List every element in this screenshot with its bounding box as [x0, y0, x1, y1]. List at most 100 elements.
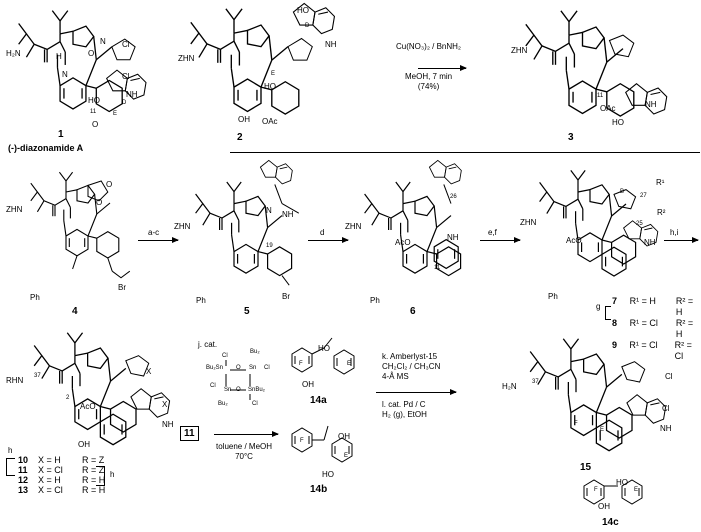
- tin-atom: O: [236, 365, 241, 371]
- variant-row: 13 X = Cl R = H: [18, 485, 105, 495]
- compound-label-14c: 14c: [602, 517, 619, 528]
- structure-6: [364, 159, 462, 277]
- structure-4: [30, 171, 132, 280]
- compound-label-3: 3: [568, 132, 574, 143]
- tin-atom: Bu₂: [250, 349, 260, 355]
- atom-label: R²: [657, 208, 666, 217]
- tin-atom: O: [236, 387, 241, 393]
- ring-label: E: [634, 487, 639, 493]
- variant-table: 10 X = H R = Z 11 X = Cl R = Z 12 X = H …: [18, 455, 105, 495]
- atom-label: ZHN: [174, 222, 191, 231]
- variant-row: 7 R¹ = H R² = H: [612, 296, 701, 318]
- x-value: X = Cl: [38, 485, 63, 495]
- atom-label: O: [88, 49, 95, 58]
- bracket: [96, 466, 105, 486]
- reaction-arrow: [664, 237, 699, 243]
- reaction-conditions: Cu(NO₃)₂ / BnNH₂: [396, 42, 461, 52]
- reagent-compound-11: 11: [180, 426, 199, 441]
- atom-label: NH: [660, 424, 672, 433]
- tin-atom: Bu₂: [218, 401, 228, 407]
- atom-label: HO: [616, 478, 628, 487]
- r1-value: R¹ = Cl: [629, 340, 658, 350]
- r2-value: R² = H: [675, 318, 694, 339]
- atom-label: OAc: [600, 104, 616, 113]
- reaction-label: e,f: [488, 228, 497, 237]
- atom-label: N: [266, 206, 272, 215]
- atom-label: HO: [612, 118, 624, 127]
- atom-label: OH: [238, 115, 250, 124]
- additive-line: 4-Å MS: [382, 372, 409, 381]
- yield-line: (74%): [417, 82, 440, 91]
- atom-label: OAc: [262, 117, 278, 126]
- position-label: 27: [640, 193, 647, 199]
- reaction-conditions: toluene / MeOH 70°C: [216, 442, 272, 462]
- reaction-label: a-c: [148, 228, 160, 237]
- atom-label: HO: [297, 6, 309, 15]
- atom-label: Cl: [122, 72, 130, 81]
- reaction-arrow: [418, 65, 467, 71]
- compound-label-2: 2: [237, 132, 243, 143]
- atom-label: X: [162, 400, 168, 409]
- compound-label-12: 12: [18, 475, 29, 485]
- atom-label: Ph: [548, 292, 558, 301]
- ring-label: F: [594, 487, 598, 493]
- atom-label: ZHN: [178, 54, 195, 63]
- position-label: 11: [434, 265, 441, 271]
- structure-14a: [291, 334, 355, 375]
- reagent-line: k. Amberlyst-15: [382, 352, 438, 361]
- bracket: [6, 458, 15, 476]
- position-label: 37: [532, 379, 539, 385]
- position-label: 37: [34, 373, 41, 379]
- reaction-arrow: [376, 389, 457, 395]
- atom-label: ZHN: [6, 205, 23, 214]
- atom-label: ZHN: [511, 46, 528, 55]
- compound-label-1: 1: [58, 129, 64, 140]
- atom-label: OH: [338, 432, 350, 441]
- position-label: 11: [597, 93, 604, 99]
- ring-label: F: [300, 438, 304, 444]
- reaction-arrow: [308, 237, 349, 243]
- atom-label: NH: [644, 238, 656, 247]
- compound-label-5: 5: [244, 306, 250, 317]
- x-value: X = H: [38, 455, 61, 465]
- structure-10-13: [33, 332, 171, 446]
- ring-label: E: [113, 111, 118, 117]
- compound-label-8: 8: [612, 318, 618, 328]
- atom-label: AcO: [395, 238, 411, 247]
- atom-label: H: [56, 52, 62, 61]
- temperature-line: 70°C: [235, 452, 253, 461]
- ring-label: E: [347, 361, 352, 367]
- ring-label: F: [299, 361, 303, 367]
- tin-atom: Cl: [264, 365, 270, 371]
- tin-atom: Sn: [224, 387, 232, 393]
- atom-label: OH: [302, 380, 314, 389]
- atom-label: Cl: [665, 372, 673, 381]
- condition-line: MeOH, 7 min: [405, 72, 453, 81]
- atom-label: O: [96, 198, 103, 207]
- ring-label: F: [574, 421, 578, 427]
- compound-label-11: 11: [18, 465, 28, 475]
- atom-label: H₂N: [502, 382, 517, 391]
- atom-label: HO: [322, 470, 334, 479]
- variant-row: 10 X = H R = Z: [18, 455, 105, 465]
- r2-value: R² = H: [675, 296, 694, 317]
- position-label: 25: [636, 221, 643, 227]
- tin-atom: Cl: [210, 383, 216, 389]
- reaction-step-label: j. cat.: [198, 340, 218, 349]
- atom-label: X: [146, 367, 152, 376]
- compound-label-14b: 14b: [310, 484, 328, 495]
- reaction-label: g: [596, 302, 601, 311]
- variant-row: 9 R¹ = Cl R² = Cl: [612, 340, 701, 362]
- solvent-line: CH₂Cl₂ / CH₃CN: [382, 362, 441, 371]
- reaction-label: h: [8, 446, 13, 455]
- variant-row: 8 R¹ = Cl R² = H: [612, 318, 701, 340]
- solvent-line: toluene / MeOH: [216, 442, 273, 451]
- condition-line: H₂ (g), EtOH: [382, 410, 427, 419]
- tin-atom: SnBu₂: [248, 387, 266, 393]
- reaction-label: h: [110, 470, 115, 479]
- atom-label: Cl: [122, 40, 130, 49]
- tin-atom: Cl: [222, 353, 228, 359]
- reaction-arrow: [214, 431, 279, 437]
- reaction-label: h,i: [670, 228, 679, 237]
- atom-label: AcO: [566, 236, 582, 245]
